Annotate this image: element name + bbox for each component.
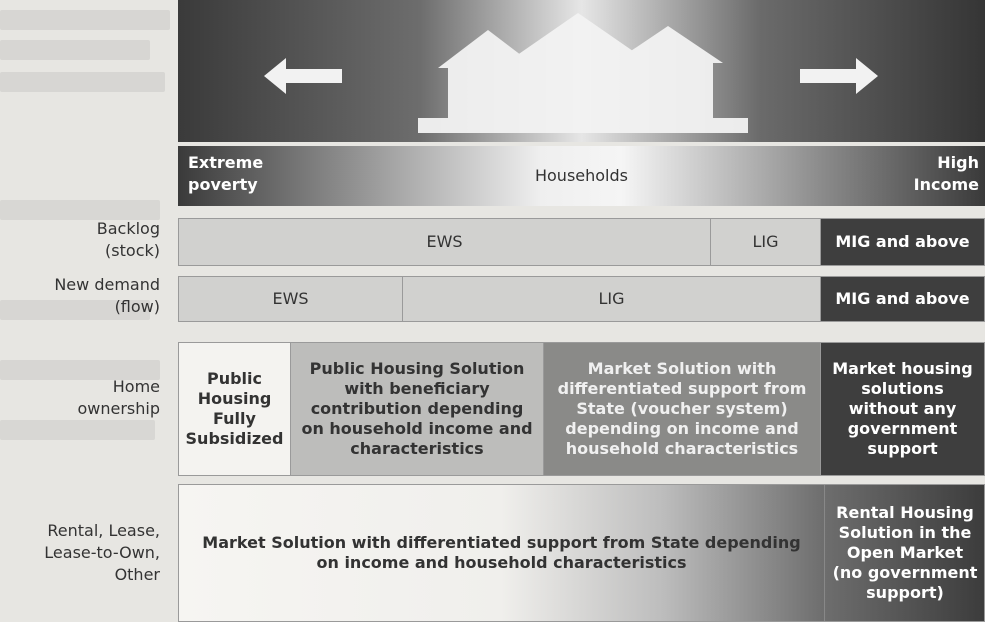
rental-band: Market Solution with differentiated supp… [178, 484, 985, 622]
income-spectrum-banner [178, 0, 985, 142]
backlog-label-line-1: Backlog [96, 219, 160, 238]
backlog-lig-cell: LIG [711, 219, 821, 265]
arrow-left-icon [264, 58, 342, 94]
new-demand-label-line-1: New demand [54, 275, 160, 294]
extreme-poverty-line-1: Extreme [188, 153, 264, 172]
high-income-line-1: High [937, 153, 979, 172]
new-demand-label-line-2: (flow) [114, 297, 160, 316]
extreme-poverty-line-2: poverty [188, 175, 258, 194]
home-ownership-label-line-1: Home [112, 377, 160, 396]
rental-label-line-2: Lease-to-Own, [44, 543, 160, 562]
new-demand-mig-cell: MIG and above [821, 277, 984, 321]
houses-icon [418, 13, 748, 133]
rental-label-line-1: Rental, Lease, [47, 521, 160, 540]
backlog-mig-cell: MIG and above [821, 219, 984, 265]
new-demand-ews-cell: EWS [179, 277, 403, 321]
home-ownership-band: Public Housing Fully Subsidized Public H… [178, 342, 985, 476]
households-scale-bar: Extreme poverty Households High Income [178, 146, 985, 206]
extreme-poverty-label: Extreme poverty [188, 152, 263, 196]
high-income-line-2: Income [913, 175, 979, 194]
backlog-label-line-2: (stock) [105, 241, 160, 260]
home-ownership-label-line-2: ownership [77, 399, 160, 418]
rental-market-solution-text: Market Solution with differentiated supp… [202, 533, 801, 572]
households-label: Households [534, 166, 628, 185]
rental-label-line-3: Other [114, 565, 160, 584]
backlog-row-label: Backlog (stock) [0, 218, 160, 262]
home-ownership-row-label: Home ownership [0, 376, 160, 420]
market-solution-voucher-cell: Market Solution with differentiated supp… [544, 343, 821, 475]
public-housing-contribution-cell: Public Housing Solution with beneficiary… [291, 343, 544, 475]
market-housing-no-support-cell: Market housing solutions without any gov… [821, 343, 984, 475]
backlog-ews-cell: EWS [179, 219, 711, 265]
arrow-right-icon [800, 58, 878, 94]
rental-row-label: Rental, Lease, Lease-to-Own, Other [0, 520, 160, 586]
new-demand-row-label: New demand (flow) [0, 274, 160, 318]
rental-open-market-text: Rental Housing Solution in the Open Mark… [832, 503, 978, 602]
backlog-band: EWS LIG MIG and above [178, 218, 985, 266]
rental-market-solution-cell: Market Solution with differentiated supp… [179, 485, 824, 621]
rental-open-market-cell: Rental Housing Solution in the Open Mark… [824, 485, 985, 621]
new-demand-lig-cell: LIG [403, 277, 821, 321]
public-housing-subsidized-cell: Public Housing Fully Subsidized [179, 343, 291, 475]
new-demand-band: EWS LIG MIG and above [178, 276, 985, 322]
high-income-label: High Income [914, 152, 979, 196]
